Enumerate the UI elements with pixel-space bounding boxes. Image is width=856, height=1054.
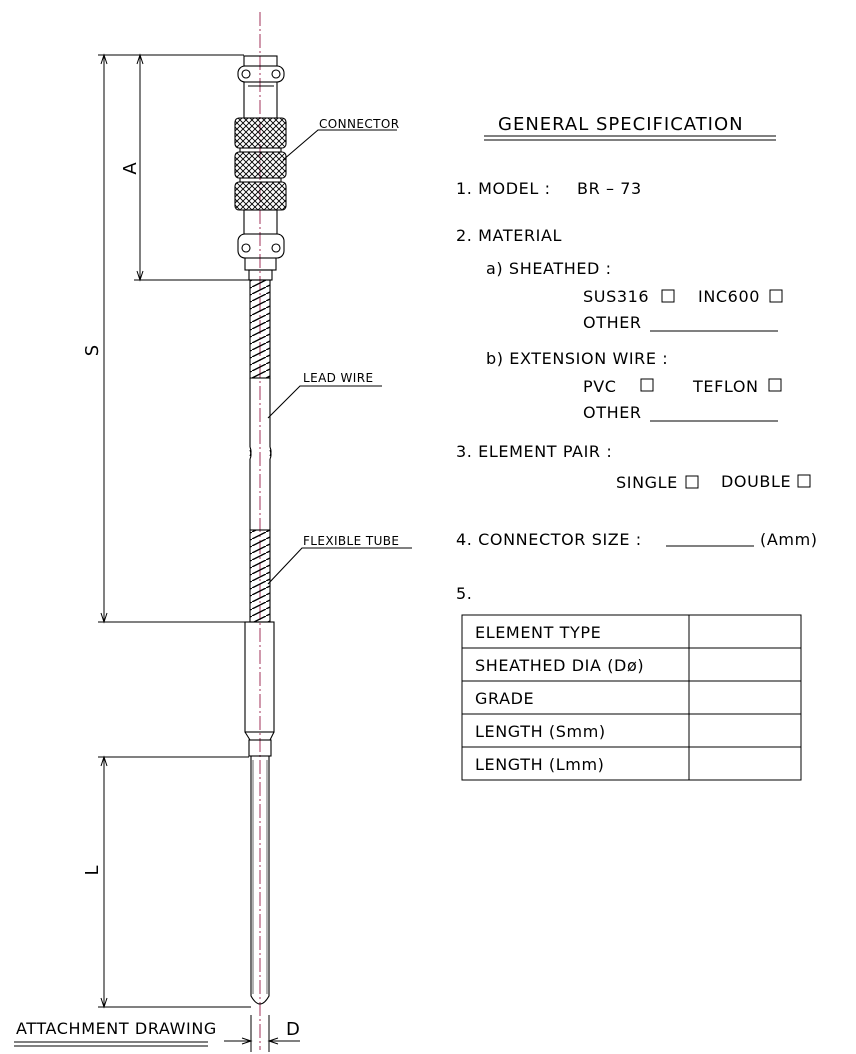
table-value-cell-sheathed-dia[interactable] [690,649,800,680]
teflon-checkbox[interactable] [768,378,782,392]
spec-table [461,614,802,781]
lead-wire-label: LEAD WIRE [303,371,373,385]
model-value: BR – 73 [577,179,642,198]
dimension-a-label: A [120,161,141,174]
element-pair-single: SINGLE [616,473,678,492]
item-5-label: 5. [456,584,472,603]
flexible-tube-upper [249,279,271,379]
dimension-lines [98,53,300,1052]
sheathed-label: a) SHEATHED : [486,259,612,278]
extension-other-label: OTHER [583,403,642,422]
material-label: 2. MATERIAL [456,226,562,245]
sheathed-option-inc600: INC600 [698,287,760,306]
flexible-tube-lower [249,529,271,623]
connector-size-unit: (Amm) [760,530,818,549]
extension-option-teflon: TEFLON [692,377,759,396]
single-checkbox[interactable] [685,475,699,489]
element-pair-label: 3. ELEMENT PAIR : [456,442,612,461]
table-row-length-l: LENGTH (Lmm) [475,755,604,774]
sus316-checkbox[interactable] [661,289,675,303]
dimension-l-label: L [82,864,103,875]
table-value-cell-length-l[interactable] [690,748,800,779]
probe-sheath [250,756,270,1005]
inc600-checkbox[interactable] [769,289,783,303]
attachment-drawing-label: ATTACHMENT DRAWING [16,1019,217,1038]
sheath-sleeve [244,621,275,733]
table-row-sheathed-dia: SHEATHED DIA (Dø) [475,656,644,675]
pvc-checkbox[interactable] [640,378,654,392]
double-checkbox[interactable] [797,474,811,488]
connector-label: CONNECTOR [319,117,399,131]
extension-wire-label: b) EXTENSION WIRE : [486,349,668,368]
connector-body [234,55,287,281]
connector-size-label: 4. CONNECTOR SIZE : [456,530,642,549]
table-value-cell-grade[interactable] [690,682,800,713]
table-row-grade: GRADE [475,689,534,708]
extension-option-pvc: PVC [583,377,617,396]
sheathed-option-sus316: SUS316 [583,287,649,306]
table-value-cell-element-type[interactable] [690,616,800,647]
element-pair-double: DOUBLE [721,472,791,491]
sensor-drawing [98,12,412,1052]
table-row-length-s: LENGTH (Smm) [475,722,606,741]
flexible-tube-label: FLEXIBLE TUBE [303,534,399,548]
model-label: 1. MODEL : [456,179,551,198]
spec-title: GENERAL SPECIFICATION [498,114,744,135]
table-value-cell-length-s[interactable] [690,715,800,746]
sheathed-other-label: OTHER [583,313,642,332]
table-row-element-type: ELEMENT TYPE [475,623,601,642]
leader-lines [267,129,412,585]
dimension-s-label: S [82,344,103,356]
lead-wire-segment [249,378,272,457]
dimension-d-label: D [286,1019,301,1040]
